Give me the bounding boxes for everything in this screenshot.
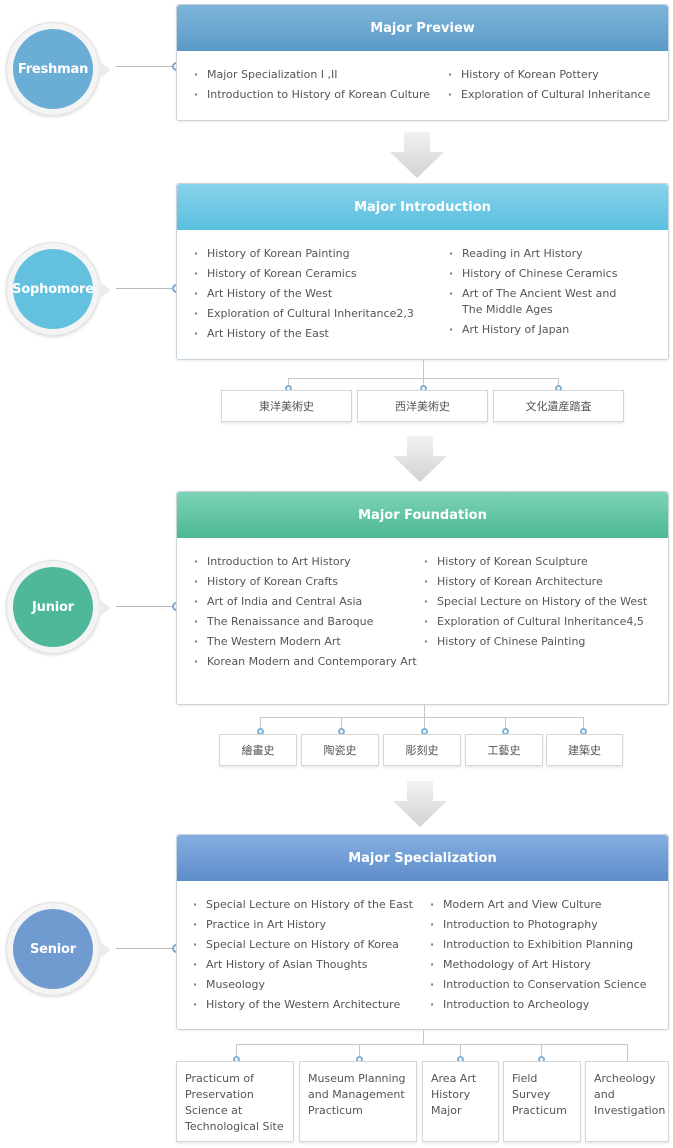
tag-ceramics-history: 陶瓷史 [301,734,379,766]
tag-sculpture-history: 彫刻史 [383,734,461,766]
tag-west-art-history: 西洋美術史 [357,390,488,422]
panel-major-specialization: Major Specialization Special Lecture on … [176,834,669,1030]
down-arrow-icon [390,132,444,178]
year-badge-sophomore: Sophomore [6,242,111,336]
course-item: Exploration of Cultural Inheritance [447,87,662,103]
tag-painting-history: 繪畫史 [219,734,297,766]
course-item: The Western Modern Art [193,634,418,650]
course-item: Korean Modern and Contemporary Art [193,654,418,670]
course-item: Museology [192,977,432,993]
course-item: Introduction to Photography [429,917,667,933]
course-item: Special Lecture on History of Korea [192,937,432,953]
tag-east-art-history: 東洋美術史 [221,390,352,422]
panel-title: Major Preview [177,5,668,51]
panel-title: Major Specialization [177,835,668,881]
course-item: Art History of Japan [448,322,628,338]
course-list-left: History of Korean Painting History of Ko… [193,246,443,346]
tag-architecture-history: 建築史 [546,734,623,766]
down-arrow-icon [393,436,447,482]
track-preservation-practicum: Practicum of Preservation Science at Tec… [176,1061,294,1142]
course-item: Modern Art and View Culture [429,897,667,913]
tag-heritage-survey: 文化遺産踏査 [493,390,624,422]
tag-crafts-history: 工藝史 [465,734,543,766]
panel-major-preview: Major Preview Major Specialization I ,II… [176,4,669,121]
year-badge-freshman: Freshman [6,22,111,116]
course-item: Art History of Asian Thoughts [192,957,432,973]
course-list-left: Special Lecture on History of the East P… [192,897,432,1017]
year-label-junior: Junior [13,567,93,647]
panel-major-introduction: Major Introduction History of Korean Pai… [176,183,669,360]
course-item: Practice in Art History [192,917,432,933]
course-item: Introduction to Conservation Science [429,977,667,993]
panel-title: Major Foundation [177,492,668,538]
year-badge-junior: Junior [6,560,111,654]
course-item: History of Chinese Ceramics [448,266,628,282]
course-item: Introduction to Archeology [429,997,667,1013]
course-item: Reading in Art History [448,246,628,262]
track-field-survey: Field Survey Practicum [503,1061,581,1142]
year-label-senior: Senior [13,909,93,989]
track-museum-planning: Museum Planning and Management Practicum [299,1061,417,1142]
course-item: Art of India and Central Asia [193,594,418,610]
course-list-right: History of Korean Pottery Exploration of… [447,67,662,107]
course-item: Special Lecture on History of the East [192,897,432,913]
year-badge-senior: Senior [6,902,111,996]
course-item: History of Korean Architecture [423,574,648,590]
panel-title: Major Introduction [177,184,668,230]
down-arrow-icon [393,781,447,827]
course-item: Introduction to Exhibition Planning [429,937,667,953]
panel-major-foundation: Major Foundation Introduction to Art His… [176,491,669,705]
course-item: History of Korean Crafts [193,574,418,590]
course-item: Introduction to Art History [193,554,418,570]
course-list-left: Introduction to Art History History of K… [193,554,418,674]
course-item: Introduction to History of Korean Cultur… [193,87,443,103]
track-area-art-history: Area Art History Major [422,1061,499,1142]
course-item: Special Lecture on History of the West [423,594,648,610]
course-item: Art of The Ancient West and The Middle A… [448,286,628,318]
course-item: History of Chinese Painting [423,634,648,650]
course-list-left: Major Specialization I ,II Introduction … [193,67,443,107]
course-list-right: Reading in Art History History of Chines… [448,246,628,342]
course-item: Exploration of Cultural Inheritance2,3 [193,306,443,322]
year-label-sophomore: Sophomore [12,249,94,329]
course-item: The Renaissance and Baroque [193,614,418,630]
year-label-freshman: Freshman [13,29,93,109]
course-item: History of Korean Sculpture [423,554,648,570]
course-list-right: History of Korean Sculpture History of K… [423,554,648,654]
course-list-right: Modern Art and View Culture Introduction… [429,897,667,1017]
course-item: History of the Western Architecture [192,997,432,1013]
course-item: Art History of the East [193,326,443,342]
course-item: Methodology of Art History [429,957,667,973]
course-item: History of Korean Ceramics [193,266,443,282]
course-item: Exploration of Cultural Inheritance4,5 [423,614,648,630]
course-item: History of Korean Pottery [447,67,662,83]
course-item: Art History of the West [193,286,443,302]
course-item: History of Korean Painting [193,246,443,262]
track-archeology-investigation: Archeology and Investigation [585,1061,669,1142]
course-item: Major Specialization I ,II [193,67,443,83]
